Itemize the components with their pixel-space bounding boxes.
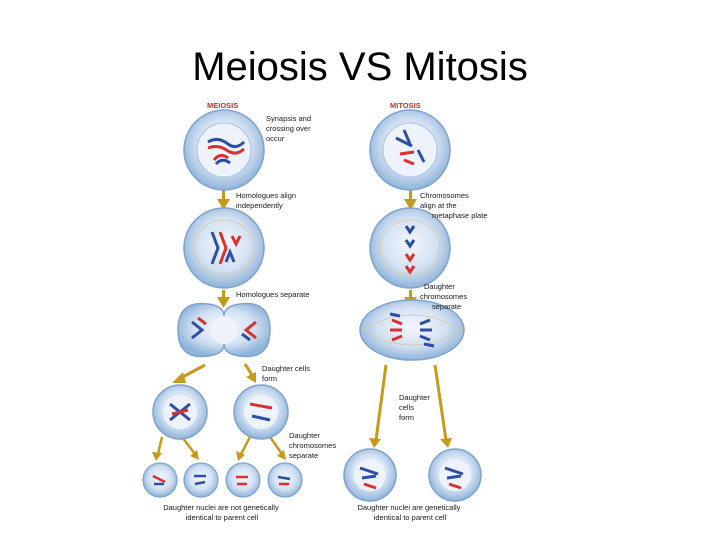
label-mitosis-result: Daughter nuclei are genetically identica… xyxy=(357,503,462,522)
arrow-icon xyxy=(172,363,206,383)
arrow-icon xyxy=(181,436,199,460)
mitosis-daughter-cell xyxy=(343,448,397,502)
label-homologues-align: Homologues align independently xyxy=(236,191,298,210)
label-daughter-cells-form-meiosis: Daughter cells form xyxy=(262,364,312,383)
arrow-icon xyxy=(243,363,256,383)
mitosis-cell-prophase xyxy=(369,109,451,191)
arrows-group xyxy=(152,190,452,461)
meiosis-cell-anaphase xyxy=(177,302,271,358)
arrow-icon xyxy=(236,436,252,461)
arrow-icon xyxy=(369,364,388,448)
mitosis-cell-anaphase xyxy=(359,299,465,361)
label-synapsis: Synapsis and crossing over occur xyxy=(266,114,313,143)
label-homologues-separate: Homologues separate xyxy=(236,290,309,299)
meiosis-final-cell xyxy=(142,462,178,498)
arrow-icon xyxy=(152,436,164,461)
arrow-icon xyxy=(268,436,286,460)
mitosis-heading: MITOSIS xyxy=(390,101,421,110)
meiosis-daughter-cell xyxy=(152,384,208,440)
mitosis-daughter-cell xyxy=(428,448,482,502)
label-chromosomes-align: Chromosomes align at the metaphase plate xyxy=(420,191,487,220)
meiosis-cell-metaphase xyxy=(183,207,265,289)
slide-title: Meiosis VS Mitosis xyxy=(192,45,528,89)
label-daughter-cells-form-mitosis: Daughter cells form xyxy=(399,393,432,422)
arrow-icon xyxy=(217,290,230,308)
meiosis-final-cell xyxy=(267,462,303,498)
label-daughter-chromosomes-separate-mitosis: Daughter chromosomes separate xyxy=(420,282,469,311)
arrow-icon xyxy=(217,190,230,210)
meiosis-final-cell xyxy=(183,462,219,498)
label-meiosis-result: Daughter nuclei are not genetically iden… xyxy=(163,503,281,522)
meiosis-cell-prophase xyxy=(183,109,265,191)
mitosis-cell-metaphase xyxy=(369,207,451,289)
label-daughter-chromosomes-separate-meiosis: Daughter chromosomes separate xyxy=(289,431,338,460)
arrow-icon xyxy=(404,190,417,210)
meiosis-daughter-cell xyxy=(233,384,289,440)
arrow-icon xyxy=(433,364,452,448)
meiosis-final-cell xyxy=(225,462,261,498)
meiosis-heading: MEIOSIS xyxy=(207,101,238,110)
